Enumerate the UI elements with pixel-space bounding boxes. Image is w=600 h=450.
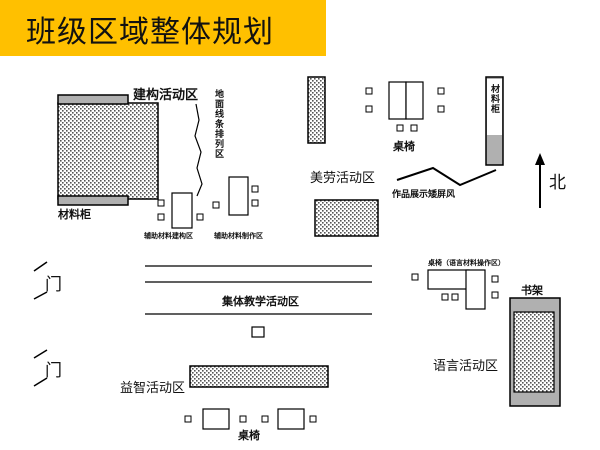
door-lower-line (33, 377, 48, 387)
bookshelf-inner (513, 311, 555, 393)
label-art-area: 美劳活动区 (310, 171, 376, 186)
chair (451, 293, 459, 301)
construction-platform (57, 102, 159, 200)
label-material-cabinet-left: 材料柜 (58, 208, 91, 221)
chair (196, 213, 204, 221)
label-ground-line-arrangement: 地面线条排列区 (213, 89, 223, 159)
puzzle-table (189, 365, 329, 388)
label-group-teaching-area: 集体教学活动区 (222, 295, 299, 308)
chair (184, 415, 192, 423)
chair (212, 201, 220, 209)
art-cabinet (307, 76, 326, 144)
page-title: 班级区域整体规划 (26, 15, 274, 50)
art-table-left (388, 81, 407, 120)
art-work-table (314, 199, 379, 237)
door-lower-line (33, 349, 48, 359)
chair (365, 105, 373, 113)
label-door-lower: 门 (45, 361, 62, 381)
label-construction-area: 建构活动区 (133, 88, 199, 103)
label-aux-building: 辅助材料建构区 (144, 232, 193, 240)
title-bar (0, 0, 326, 56)
chair (261, 415, 269, 423)
wavy-ground-line (194, 103, 203, 197)
material-cabinet-left-bottom (57, 195, 129, 206)
aux-building-table (171, 192, 193, 229)
label-door-upper: 门 (45, 275, 62, 295)
material-cabinet-left-top (57, 94, 129, 105)
door-upper-line (33, 291, 48, 300)
puzzle-chair-table-left (202, 408, 230, 430)
chair (410, 124, 418, 132)
chair (437, 87, 445, 95)
label-material-cabinet-right: 材料柜 (489, 84, 499, 114)
label-north: 北 (549, 173, 566, 193)
label-bookshelf: 书架 (521, 284, 543, 297)
chair (251, 199, 259, 207)
language-table-left (427, 269, 470, 290)
puzzle-chair-table-right (277, 408, 305, 430)
chair (365, 87, 373, 95)
door-upper-line (33, 261, 48, 272)
chair (491, 291, 499, 299)
language-table-right (465, 269, 486, 310)
label-tables-chairs-top: 桌椅 (393, 140, 415, 153)
display-screen-line (396, 166, 497, 187)
chair (437, 105, 445, 113)
label-aux-making: 辅助材料制作区 (214, 232, 263, 240)
label-table-language-materials: 桌椅（语言材料操作区） (428, 259, 505, 267)
label-language-area: 语言活动区 (433, 359, 499, 374)
chair (239, 415, 247, 423)
north-arrowhead (535, 153, 545, 165)
label-tables-chairs-bottom: 桌椅 (238, 429, 260, 442)
aux-making-table (228, 176, 249, 216)
chair (441, 293, 449, 301)
material-cabinet-right-inner (487, 79, 502, 135)
label-puzzle-area: 益智活动区 (120, 381, 186, 396)
chair (157, 199, 165, 207)
chair (411, 273, 419, 281)
chair (309, 415, 317, 423)
chair (491, 275, 499, 283)
label-works-display-screen: 作品展示矮屏风 (392, 190, 456, 200)
chair (396, 124, 404, 132)
chair (157, 213, 165, 221)
chair (251, 185, 259, 193)
teacher-seat (251, 326, 265, 338)
art-table-right (405, 81, 424, 120)
